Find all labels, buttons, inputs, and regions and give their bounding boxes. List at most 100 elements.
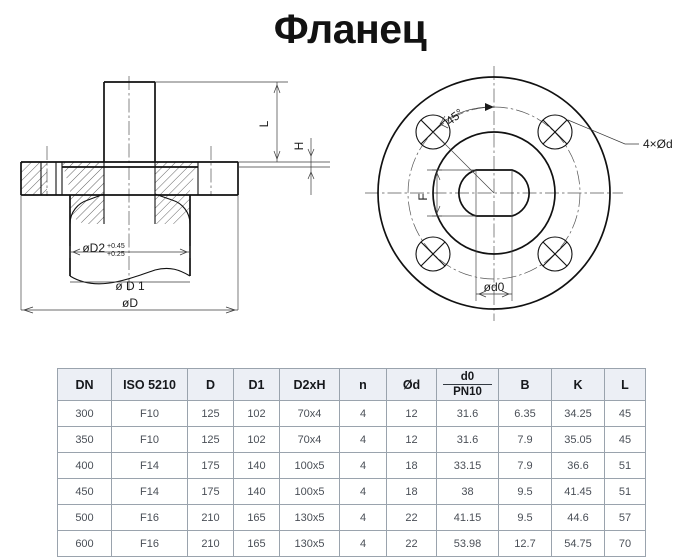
dim-label-d-outer: øD bbox=[122, 296, 138, 310]
cell-d0: 53.98 bbox=[436, 530, 499, 557]
dim-label-bore: ød0 bbox=[484, 280, 505, 294]
column-header-n: n bbox=[339, 368, 387, 401]
cell-od: 12 bbox=[386, 426, 437, 453]
cell-k: 35.05 bbox=[551, 426, 605, 453]
column-header-pn10: PN10 bbox=[453, 386, 482, 398]
column-header-od: Ød bbox=[386, 368, 437, 401]
dim-label-d2-tol-lower: +0.25 bbox=[107, 251, 125, 258]
cell-dn: 450 bbox=[57, 478, 112, 505]
flange-raised-face-circle bbox=[432, 131, 556, 255]
column-header-d: D bbox=[187, 368, 234, 401]
cell-d1: 165 bbox=[233, 504, 280, 531]
cell-n: 4 bbox=[339, 504, 387, 531]
flange-cross-section-view: øD2 +0.45 +0.25 ø D 1 øD L H bbox=[20, 76, 330, 314]
dim-label-d1: ø D 1 bbox=[115, 279, 145, 293]
table-body: 300 F10 125 102 70x4 4 12 31.6 6.35 34.2… bbox=[57, 400, 646, 557]
cell-od: 22 bbox=[386, 530, 437, 557]
column-header-dn: DN bbox=[57, 368, 112, 401]
cell-n: 4 bbox=[339, 530, 387, 557]
flange-spec-table: DN ISO 5210 D D1 D2xH n Ød d0 PN10 B K L… bbox=[57, 368, 646, 557]
column-header-d2h: D2xH bbox=[279, 368, 340, 401]
cell-l: 70 bbox=[604, 530, 646, 557]
cell-od: 18 bbox=[386, 452, 437, 479]
dim-label-flat-width: F bbox=[416, 193, 430, 200]
cell-iso: F14 bbox=[111, 478, 188, 505]
table-row: 600 F16 210 165 130x5 4 22 53.98 12.7 54… bbox=[57, 530, 646, 557]
cell-l: 45 bbox=[604, 400, 646, 427]
cell-d1: 140 bbox=[233, 452, 280, 479]
cell-d2h: 70x4 bbox=[279, 426, 340, 453]
column-header-k: K bbox=[551, 368, 605, 401]
cell-iso: F10 bbox=[111, 400, 188, 427]
table-header-row: DN ISO 5210 D D1 D2xH n Ød d0 PN10 B K L bbox=[57, 368, 646, 401]
cell-l: 51 bbox=[604, 452, 646, 479]
cell-d1: 102 bbox=[233, 426, 280, 453]
flange-front-view: 45° 4×Ød F ød0 bbox=[365, 66, 673, 321]
cell-l: 51 bbox=[604, 478, 646, 505]
cell-l: 57 bbox=[604, 504, 646, 531]
bolt-circle bbox=[407, 106, 581, 280]
bolt-hole bbox=[537, 114, 573, 150]
cell-dn: 500 bbox=[57, 504, 112, 531]
table-row: 450 F14 175 140 100x5 4 18 38 9.5 41.45 … bbox=[57, 478, 646, 505]
cell-d1: 140 bbox=[233, 478, 280, 505]
cell-od: 22 bbox=[386, 504, 437, 531]
cell-dn: 300 bbox=[57, 400, 112, 427]
cell-n: 4 bbox=[339, 426, 387, 453]
cell-d0: 38 bbox=[436, 478, 499, 505]
cell-d: 175 bbox=[187, 452, 234, 479]
column-header-iso: ISO 5210 bbox=[111, 368, 188, 401]
cell-d2h: 100x5 bbox=[279, 478, 340, 505]
dim-label-d2: øD2 bbox=[82, 241, 105, 255]
technical-drawing: øD2 +0.45 +0.25 ø D 1 øD L H bbox=[0, 66, 700, 361]
cell-d: 125 bbox=[187, 400, 234, 427]
cell-iso: F14 bbox=[111, 452, 188, 479]
cell-d1: 165 bbox=[233, 530, 280, 557]
column-header-d1: D1 bbox=[233, 368, 280, 401]
cell-d0: 31.6 bbox=[436, 400, 499, 427]
cell-d: 175 bbox=[187, 478, 234, 505]
cell-d1: 102 bbox=[233, 400, 280, 427]
table-row: 300 F10 125 102 70x4 4 12 31.6 6.35 34.2… bbox=[57, 400, 646, 427]
cell-od: 18 bbox=[386, 478, 437, 505]
cell-iso: F16 bbox=[111, 530, 188, 557]
cell-b: 12.7 bbox=[498, 530, 552, 557]
cell-dn: 600 bbox=[57, 530, 112, 557]
section-hatch-right-hub bbox=[155, 162, 198, 224]
column-header-d0: d0 bbox=[443, 370, 492, 385]
cell-b: 6.35 bbox=[498, 400, 552, 427]
cell-dn: 350 bbox=[57, 426, 112, 453]
bolt-hole-leader bbox=[567, 119, 639, 145]
table-row: 400 F14 175 140 100x5 4 18 33.15 7.9 36.… bbox=[57, 452, 646, 479]
column-header-d0-pn10: d0 PN10 bbox=[436, 368, 499, 401]
cell-k: 54.75 bbox=[551, 530, 605, 557]
cell-d: 210 bbox=[187, 530, 234, 557]
bolt-hole bbox=[415, 236, 451, 272]
cell-b: 7.9 bbox=[498, 452, 552, 479]
cell-iso: F10 bbox=[111, 426, 188, 453]
cell-b: 7.9 bbox=[498, 426, 552, 453]
cell-l: 45 bbox=[604, 426, 646, 453]
cell-dn: 400 bbox=[57, 452, 112, 479]
table-row: 350 F10 125 102 70x4 4 12 31.6 7.9 35.05… bbox=[57, 426, 646, 453]
cell-b: 9.5 bbox=[498, 478, 552, 505]
cell-n: 4 bbox=[339, 478, 387, 505]
bolt-hole bbox=[537, 236, 573, 272]
flange-outer-circle bbox=[377, 76, 611, 310]
cell-b: 9.5 bbox=[498, 504, 552, 531]
cell-d0: 41.15 bbox=[436, 504, 499, 531]
cell-k: 41.45 bbox=[551, 478, 605, 505]
dim-label-length: L bbox=[257, 120, 271, 127]
cell-d2h: 70x4 bbox=[279, 400, 340, 427]
section-hatch-left-hub bbox=[62, 162, 104, 224]
cell-n: 4 bbox=[339, 400, 387, 427]
cell-k: 34.25 bbox=[551, 400, 605, 427]
cell-d2h: 130x5 bbox=[279, 504, 340, 531]
dim-label-thickness: H bbox=[292, 142, 306, 151]
table-row: 500 F16 210 165 130x5 4 22 41.15 9.5 44.… bbox=[57, 504, 646, 531]
cell-d: 210 bbox=[187, 504, 234, 531]
cell-k: 44.6 bbox=[551, 504, 605, 531]
spec-table-container: DN ISO 5210 D D1 D2xH n Ød d0 PN10 B K L… bbox=[57, 368, 646, 557]
cell-n: 4 bbox=[339, 452, 387, 479]
page-title: Фланец bbox=[273, 6, 427, 52]
